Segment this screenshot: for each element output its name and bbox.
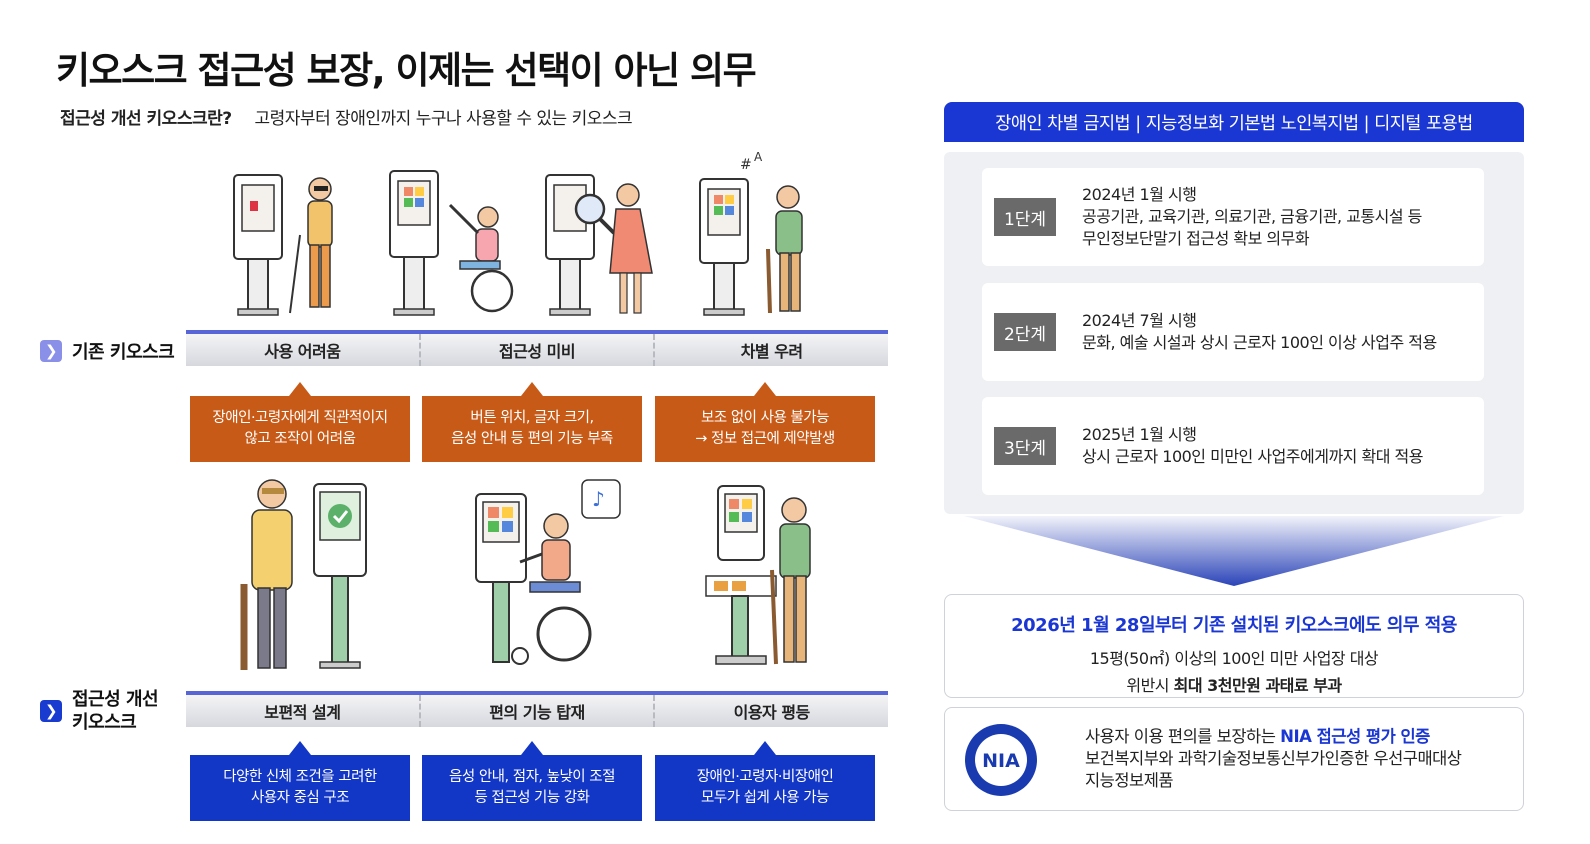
improved-desc-3-line2: 모두가 쉽게 사용 가능 <box>701 790 829 806</box>
existing-desc-2-line1: 버튼 위치, 글자 크기, <box>470 410 594 426</box>
kiosk-elderly-icon: # A <box>699 150 803 316</box>
phase-3: 3단계 2025년 1월 시행 상시 근로자 100인 미만인 사업주에게까지 … <box>982 397 1484 495</box>
existing-header-3: 차별 우려 <box>740 342 803 361</box>
existing-header-bar: 사용 어려움 접근성 미비 차별 우려 <box>186 330 888 366</box>
phase-3-text: 2025년 1월 시행 상시 근로자 100인 미만인 사업주에게까지 확대 적… <box>1082 424 1423 468</box>
nia-line1: 사용자 이용 편의를 보장하는 NIA 접근성 평가 인증 <box>1085 726 1462 748</box>
phase-3-line2: 상시 근로자 100인 미만인 사업주에게까지 확대 적용 <box>1082 447 1423 466</box>
phase-1-line2: 공공기관, 교육기관, 의료기관, 금융기관, 교통시설 등 <box>1082 207 1422 226</box>
chevron-right-icon: ❯ <box>40 340 62 362</box>
nia-logo-icon: NIA <box>965 724 1037 796</box>
subtitle: 접근성 개선 키오스크란? 고령자부터 장애인까지 누구나 사용할 수 있는 키… <box>60 104 633 129</box>
kiosk-hearing-aid-icon: ♪ <box>475 479 621 665</box>
nia-line1-bold: NIA 접근성 평가 인증 <box>1280 727 1430 746</box>
improved-desc-2-line1: 음성 안내, 점자, 높낮이 조절 <box>449 769 615 785</box>
kiosk-muted-icon <box>233 174 333 316</box>
phase-2: 2단계 2024년 7월 시행 문화, 예술 시설과 상시 근로자 100인 이… <box>982 283 1484 381</box>
improved-header-2: 편의 기능 탑재 <box>421 695 656 727</box>
kiosk-wheelchair-icon <box>389 170 514 316</box>
improved-kiosk-label-line1: 접근성 개선 <box>72 689 159 710</box>
phase-1-line3: 무인정보단말기 접근성 확보 의무화 <box>1082 229 1310 248</box>
existing-header-1: 사용 어려움 <box>186 334 421 366</box>
kiosk-illustrations-existing: # A <box>233 150 803 316</box>
improved-desc-3-line1: 장애인·고령자·비장애인 <box>696 769 834 785</box>
nia-text: 사용자 이용 편의를 보장하는 NIA 접근성 평가 인증 보건복지부와 과학기… <box>1085 726 1462 792</box>
phase-3-line1: 2025년 1월 시행 <box>1082 425 1197 444</box>
existing-kiosk-label-text: 기존 키오스크 <box>72 342 175 363</box>
nia-logo-text: NIA <box>982 750 1020 772</box>
phase-1: 1단계 2024년 1월 시행 공공기관, 교육기관, 의료기관, 금융기관, … <box>982 168 1484 266</box>
chevron-right-icon: ❯ <box>40 700 62 722</box>
svg-text:A: A <box>754 150 763 164</box>
phase-1-tag: 1단계 <box>994 198 1056 236</box>
svg-text:♪: ♪ <box>592 487 605 511</box>
improved-kiosk-label-line2: 키오스크 <box>72 712 137 733</box>
improved-header-1: 보편적 설계 <box>186 695 421 727</box>
improved-header-3: 이용자 평등 <box>733 703 811 722</box>
kiosk-magnifier-icon <box>545 174 653 316</box>
law-header: 장애인 차별 금지법 | 지능정보화 기본법 노인복지법 | 디지털 포용법 <box>944 102 1524 142</box>
funnel-arrow-icon <box>964 516 1504 586</box>
notice-line3-prefix: 위반시 <box>1126 676 1174 695</box>
existing-desc-3-line1: 보조 없이 사용 불가능 <box>701 410 829 426</box>
improved-desc-1-line2: 사용자 중심 구조 <box>250 790 350 806</box>
nia-line3: 지능정보제품 <box>1085 771 1174 790</box>
subtitle-label: 접근성 개선 키오스크란? <box>60 109 232 129</box>
kiosk-checkmark-icon <box>240 479 367 670</box>
existing-desc-2-line2: 음성 안내 등 편의 기능 부족 <box>451 431 613 447</box>
existing-kiosk-label: ❯ 기존 키오스크 <box>40 338 175 364</box>
existing-desc-1-line2: 않고 조작이 어려움 <box>244 431 356 447</box>
improved-kiosk-label: ❯ 접근성 개선 키오스크 <box>40 688 159 734</box>
phase-2-text: 2024년 7월 시행 문화, 예술 시설과 상시 근로자 100인 이상 사업… <box>1082 310 1437 354</box>
notice-box: 2026년 1월 28일부터 기존 설치된 키오스크에도 의무 적용 15평(5… <box>944 594 1524 698</box>
improved-desc-1-line1: 다양한 신체 조건을 고려한 <box>223 769 377 785</box>
phase-2-line2: 문화, 예술 시설과 상시 근로자 100인 이상 사업주 적용 <box>1082 333 1437 352</box>
notice-headline: 2026년 1월 28일부터 기존 설치된 키오스크에도 의무 적용 <box>1011 615 1457 636</box>
notice-line3-bold: 최대 3천만원 과태료 부과 <box>1173 676 1343 695</box>
nia-box: NIA 사용자 이용 편의를 보장하는 NIA 접근성 평가 인증 보건복지부와… <box>944 707 1524 811</box>
existing-desc-3-line2: → 정보 접근에 제약발생 <box>695 431 835 447</box>
notice-line2: 15평(50㎡) 이상의 100인 미만 사업장 대상 <box>1089 649 1379 668</box>
existing-desc-1-line1: 장애인·고령자에게 직관적이지 <box>212 410 388 426</box>
improved-header-bar: 보편적 설계 편의 기능 탑재 이용자 평등 <box>186 691 888 727</box>
existing-desc-2: 버튼 위치, 글자 크기, 음성 안내 등 편의 기능 부족 <box>422 382 642 462</box>
phase-panel: 1단계 2024년 1월 시행 공공기관, 교육기관, 의료기관, 금융기관, … <box>944 152 1524 514</box>
svg-text:#: # <box>740 157 752 173</box>
phase-3-tag: 3단계 <box>994 427 1056 465</box>
notice-line3: 위반시 최대 3천만원 과태료 부과 <box>945 672 1523 696</box>
existing-desc-3: 보조 없이 사용 불가능 → 정보 접근에 제약발생 <box>655 382 875 462</box>
existing-header-2: 접근성 미비 <box>421 334 656 366</box>
phase-2-tag: 2단계 <box>994 313 1056 351</box>
subtitle-text: 고령자부터 장애인까지 누구나 사용할 수 있는 키오스크 <box>254 109 633 129</box>
kiosk-adjustable-icon <box>705 485 811 665</box>
page-title: 키오스크 접근성 보장, 이제는 선택이 아닌 의무 <box>56 49 757 92</box>
kiosk-illustrations-improved: ♪ <box>240 479 811 670</box>
phase-1-text: 2024년 1월 시행 공공기관, 교육기관, 의료기관, 금융기관, 교통시설… <box>1082 184 1422 250</box>
improved-desc-2-line2: 등 접근성 기능 강화 <box>474 790 590 806</box>
phase-1-line1: 2024년 1월 시행 <box>1082 185 1197 204</box>
nia-line2: 보건복지부와 과학기술정보통신부가인증한 우선구매대상 <box>1085 749 1462 768</box>
nia-line1-prefix: 사용자 이용 편의를 보장하는 <box>1085 727 1281 746</box>
phase-2-line1: 2024년 7월 시행 <box>1082 311 1197 330</box>
